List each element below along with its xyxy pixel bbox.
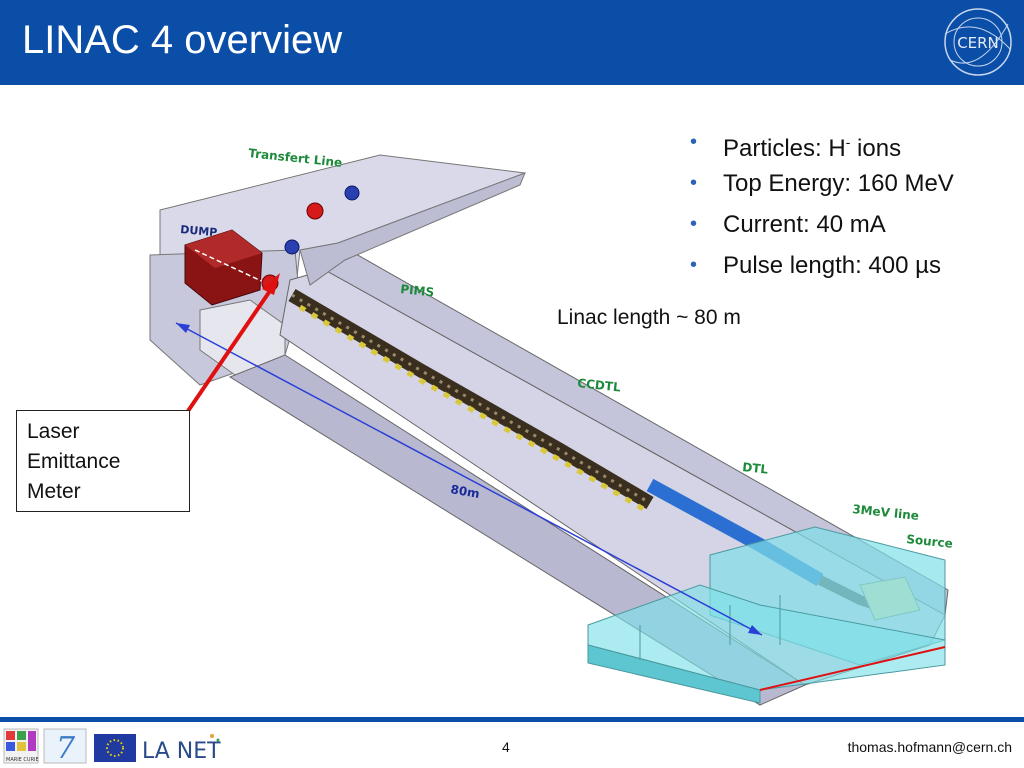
lanet-logo-text: LA NET: [142, 739, 221, 764]
header-bar: LINAC 4 overview CERN: [0, 0, 1024, 85]
length-dimension-arrow: [175, 322, 763, 636]
laser-pointer-arrowhead: [262, 273, 280, 295]
label-ccdtl: CCDTL: [577, 376, 622, 394]
cyan-building-front: [587, 644, 761, 704]
cern-logo-text: CERN: [957, 34, 999, 52]
footer-logos: MARIE CURIE 7 LA NET: [3, 728, 221, 766]
author-email: thomas.hofmann@cern.ch: [847, 739, 1012, 755]
label-transfer-line: Transfert Line: [248, 146, 343, 170]
laser-emittance-meter-callout: Laser Emittance Meter: [16, 410, 190, 512]
linac-diagram: Transfert Line DUMP PIMS CCDTL DTL 3MeV …: [149, 146, 954, 706]
magnet-red-1: [306, 202, 324, 220]
fp7-logo-text: 7: [56, 731, 76, 766]
label-source: Source: [906, 532, 954, 551]
page-number: 4: [502, 739, 510, 755]
dump-dashed-line: [194, 249, 271, 286]
accelerator-yellow-supports: [298, 304, 652, 516]
length-arrowhead-left: [176, 323, 190, 333]
accelerator-coupling: [291, 293, 651, 505]
magnet-blue-1: [344, 185, 360, 201]
linac-length-text: Linac length ~ 80 m: [557, 306, 741, 329]
laser-pointer-arrow: [186, 283, 276, 413]
label-dump: DUMP: [180, 223, 218, 239]
label-80m: 80m: [449, 482, 480, 501]
bullet-particles: Particles: H- ions: [690, 126, 954, 167]
laser-box-line-3: Meter: [27, 480, 81, 503]
length-arrowhead-right: [748, 625, 762, 635]
laser-box-line-2: Emittance: [27, 450, 121, 473]
bullet-pulse-length: Pulse length: 400 µs: [690, 249, 954, 290]
footer-divider: [0, 717, 1024, 722]
label-dtl: DTL: [742, 460, 769, 477]
lanet-logo-icon: LA NET: [142, 734, 221, 764]
bullet-top-energy: Top Energy: 160 MeV: [690, 167, 954, 208]
marie-curie-logo-text: MARIE CURIE: [6, 757, 39, 763]
fp7-logo-icon: 7: [43, 728, 87, 766]
marie-curie-logo-icon: MARIE CURIE: [3, 728, 39, 764]
magnet-blue-2: [284, 239, 300, 255]
label-pims: PIMS: [400, 282, 435, 299]
cern-logo-icon: CERN: [944, 8, 1012, 76]
transfer-tunnel-wall: [299, 172, 526, 286]
slide-title: LINAC 4 overview: [22, 18, 343, 62]
dump-block-top: [185, 230, 262, 268]
bullet-current: Current: 40 mA: [690, 208, 954, 249]
label-3mev-line: 3MeV line: [852, 502, 920, 523]
laser-box-line-1: Laser: [27, 420, 80, 443]
eu-flag-icon: [94, 734, 136, 762]
red-edge-line: [759, 646, 946, 691]
specs-bullet-list: Particles: H- ions Top Energy: 160 MeV C…: [690, 126, 954, 290]
